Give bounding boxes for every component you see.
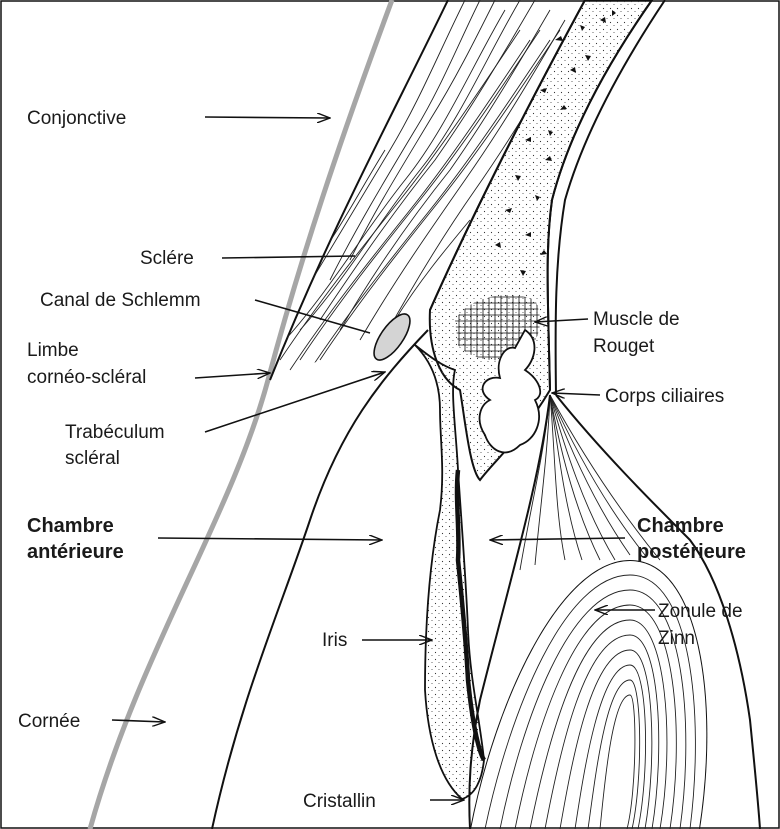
label-chambre-anterieure-2: antérieure bbox=[27, 541, 124, 563]
leader-chambre-posterieure bbox=[490, 538, 625, 540]
label-trabeculum-2: scléral bbox=[65, 448, 120, 469]
label-chambre-posterieure-1: Chambre bbox=[637, 515, 724, 537]
leader-chambre-anterieure bbox=[158, 538, 382, 540]
label-trabeculum-1: Trabéculum bbox=[65, 422, 165, 443]
label-corps-ciliaires: Corps ciliaires bbox=[605, 386, 724, 407]
label-iris: Iris bbox=[322, 630, 347, 651]
label-conjonctive: Conjonctive bbox=[27, 108, 126, 129]
leader-sclere bbox=[222, 256, 355, 258]
leader-limbe bbox=[195, 373, 270, 378]
label-zonule-2: Zinn bbox=[658, 628, 695, 649]
label-muscle-1: Muscle de bbox=[593, 309, 680, 330]
label-zonule-1: Zonule de bbox=[658, 601, 743, 622]
leader-cornee bbox=[112, 720, 165, 722]
label-muscle-2: Rouget bbox=[593, 336, 655, 357]
label-chambre-posterieure-2: postérieure bbox=[637, 541, 746, 563]
label-canal-de-schlemm: Canal de Schlemm bbox=[40, 290, 201, 311]
conjunctiva-curve bbox=[90, 0, 392, 829]
canal-de-schlemm bbox=[368, 309, 417, 366]
leader-trabeculum bbox=[205, 372, 385, 432]
label-chambre-anterieure-1: Chambre bbox=[27, 515, 114, 537]
label-cornee: Cornée bbox=[18, 711, 80, 732]
label-cristallin: Cristallin bbox=[303, 791, 376, 812]
cornea-inner-line bbox=[212, 330, 428, 829]
label-sclere: Sclére bbox=[140, 248, 194, 269]
leader-conjonctive bbox=[205, 117, 330, 118]
leader-corps-ciliaires bbox=[552, 393, 600, 395]
label-limbe-1: Limbe bbox=[27, 340, 79, 361]
leader-canal bbox=[255, 300, 370, 333]
labels: Conjonctive Sclére Canal de Schlemm Limb… bbox=[18, 108, 746, 812]
label-limbe-2: cornéo-scléral bbox=[27, 367, 146, 388]
